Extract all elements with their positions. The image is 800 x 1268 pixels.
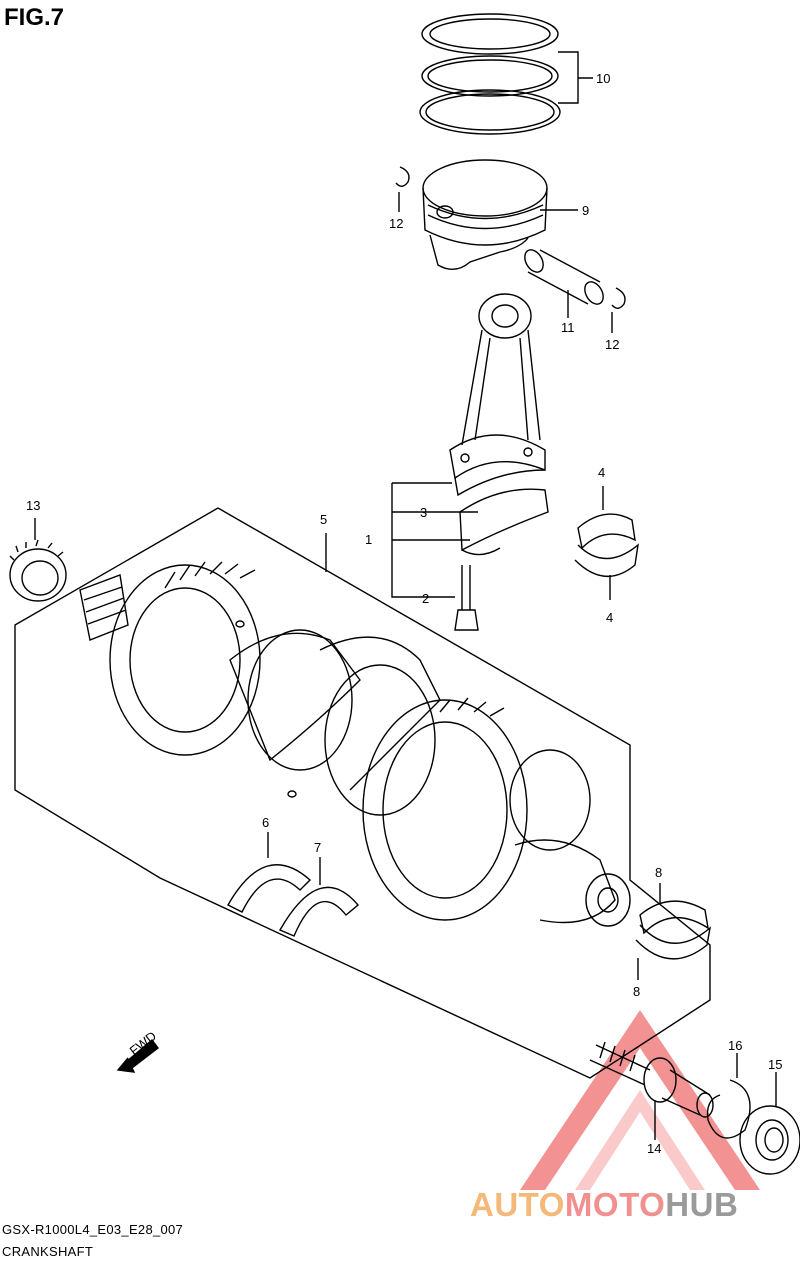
oil-seal [739,1105,800,1175]
callout-8b: 8 [633,984,640,999]
model-code: GSX-R1000L4_E03_E28_007 [2,1222,184,1237]
piston-pin [524,249,604,305]
circlip-left [395,166,410,187]
conrod-bolt [454,565,479,631]
callout-12a: 12 [389,216,403,231]
figure-title: FIG.7 [4,4,65,31]
callout-1: 1 [365,532,372,547]
circlip-16 [706,1079,751,1139]
connecting-rod [449,293,549,556]
callout-14: 14 [647,1141,661,1156]
figure-name: CRANKSHAFT [2,1244,94,1259]
callout-7: 7 [314,840,321,855]
callout-12b: 12 [605,337,619,352]
crankshaft-box-outline [14,507,711,1079]
callout-4a: 4 [598,465,605,480]
balancer-shaft [589,1041,714,1118]
callout-11: 11 [561,320,575,335]
watermark-triangle-logo [520,1010,760,1190]
fwd-arrow-icon [116,1038,159,1073]
callout-10: 10 [596,71,610,86]
crank-sprocket [9,539,67,602]
callout-2: 2 [422,591,429,606]
callout-8a: 8 [655,865,662,880]
thrust-bearing-7 [279,886,359,937]
callout-15: 15 [768,1057,782,1072]
conrod-bearing-pair [574,513,639,578]
main-bearing-pair [635,900,712,960]
watermark-text: AUTOMOTOHUB [470,1186,739,1223]
callout-6: 6 [262,815,269,830]
callout-5: 5 [320,512,327,527]
piston-rings [419,13,561,135]
crankshaft [79,561,631,927]
circlip-right [611,287,626,309]
thrust-bearing-6 [227,864,312,913]
callout-3: 3 [420,505,427,520]
callout-16: 16 [728,1038,742,1053]
callout-9: 9 [582,203,589,218]
callout-4b: 4 [606,610,613,625]
callout-13: 13 [26,498,40,513]
piston [422,159,548,270]
leader-group [391,483,455,598]
